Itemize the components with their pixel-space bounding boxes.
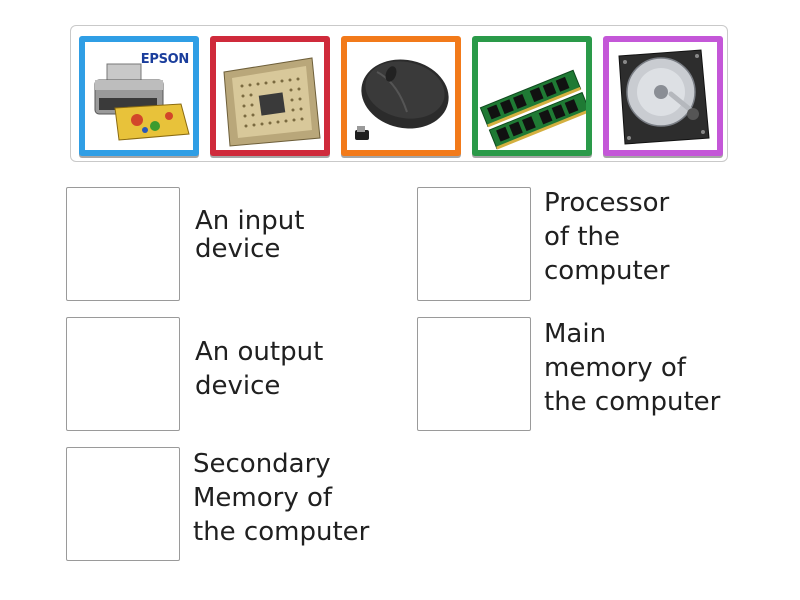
tile-brand-text: EPSON xyxy=(140,52,190,67)
ram-stick-icon xyxy=(478,42,586,150)
tile-printer[interactable]: EPSON xyxy=(79,36,199,156)
hard-disk-icon xyxy=(609,42,717,150)
drop-slot-input-device[interactable] xyxy=(66,187,180,301)
answer-tray: EPSON xyxy=(70,25,728,162)
drop-slot-output-device[interactable] xyxy=(66,317,180,431)
label-line: the computer xyxy=(544,387,721,417)
label-line: memory of xyxy=(544,353,686,383)
target-label-secondary-memory: Secondary Memory of the computer xyxy=(193,447,369,549)
label-line: device xyxy=(195,371,281,401)
label-line: Memory of xyxy=(193,483,333,513)
printer-icon xyxy=(94,63,190,141)
tile-hard-disk[interactable] xyxy=(603,36,723,156)
label-line: Main xyxy=(544,319,607,349)
tile-image xyxy=(216,42,324,150)
drop-slot-main-memory[interactable] xyxy=(417,317,531,431)
label-line: device xyxy=(195,234,281,264)
tile-processor[interactable] xyxy=(210,36,330,156)
drop-slot-processor[interactable] xyxy=(417,187,531,301)
label-line: the computer xyxy=(193,517,370,547)
target-label-input-device: An input device xyxy=(195,204,304,266)
target-label-processor: Processor of the computer xyxy=(544,186,669,288)
label-line: Secondary xyxy=(193,449,331,479)
label-line: of the xyxy=(544,222,620,252)
tile-image xyxy=(609,42,717,150)
label-line: Processor xyxy=(544,188,670,218)
tile-image xyxy=(347,42,455,150)
drop-slot-secondary-memory[interactable] xyxy=(66,447,180,561)
processor-chip-icon xyxy=(216,42,324,150)
tile-image xyxy=(478,42,586,150)
label-line: computer xyxy=(544,256,670,286)
target-label-main-memory: Main memory of the computer xyxy=(544,317,720,419)
tile-mouse[interactable] xyxy=(341,36,461,156)
label-line: An output xyxy=(195,337,324,367)
mouse-icon xyxy=(347,42,455,150)
tile-image: EPSON xyxy=(85,42,193,150)
target-label-output-device: An output device xyxy=(195,335,323,403)
label-line: An input xyxy=(195,206,305,236)
tile-ram[interactable] xyxy=(472,36,592,156)
